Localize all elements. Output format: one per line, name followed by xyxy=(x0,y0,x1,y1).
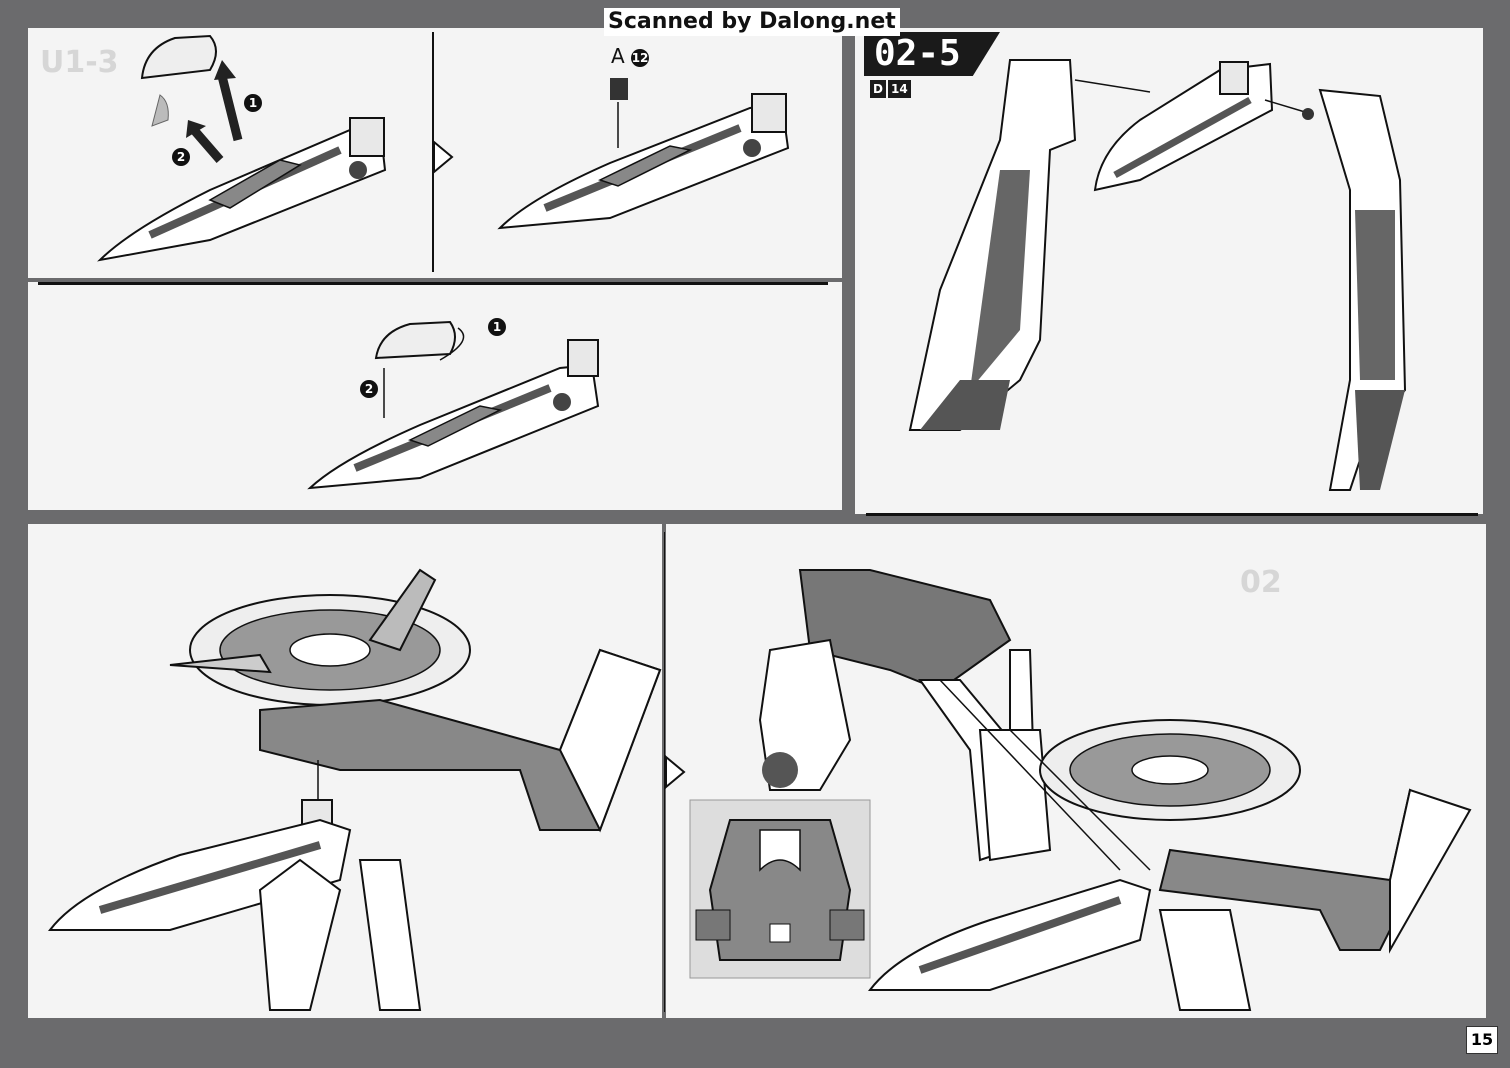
full-assembly-illustration xyxy=(758,569,1472,1011)
step-number-1: 1 xyxy=(244,94,262,112)
part-code-number: 14 xyxy=(888,80,911,98)
backpack-detail-inset xyxy=(689,799,871,979)
part-callout-label: A 12 xyxy=(611,44,650,68)
fighter-canopy-removal-illustration xyxy=(97,34,387,262)
divider-vertical-bottom xyxy=(664,532,665,1012)
arm-fuselage-assembly-illustration xyxy=(908,59,1407,491)
right-chevron-arrow-icon xyxy=(665,755,686,789)
part-number-badge: 12 xyxy=(631,48,650,67)
runner-letter: A xyxy=(611,44,625,68)
backpack-attach-illustration xyxy=(47,568,662,1011)
fighter-part-insert-illustration xyxy=(497,78,790,230)
scan-banner: Scanned by Dalong.net xyxy=(604,8,900,36)
page-number: 15 xyxy=(1466,1026,1498,1054)
part-code-letter: D xyxy=(870,80,886,98)
step-label: 02-5 xyxy=(864,32,1000,76)
step-number-1: 1 xyxy=(488,318,506,336)
step-number-2: 2 xyxy=(172,148,190,166)
divider-horizontal-right xyxy=(866,513,1478,516)
fighter-canopy-attach-illustration xyxy=(307,320,600,490)
ghost-label-a: U1-3 xyxy=(40,45,119,80)
step-number-2: 2 xyxy=(360,380,378,398)
ghost-label-b: 02 xyxy=(1240,565,1282,600)
divider-horizontal-left xyxy=(38,282,828,285)
right-chevron-arrow-icon xyxy=(433,140,454,174)
